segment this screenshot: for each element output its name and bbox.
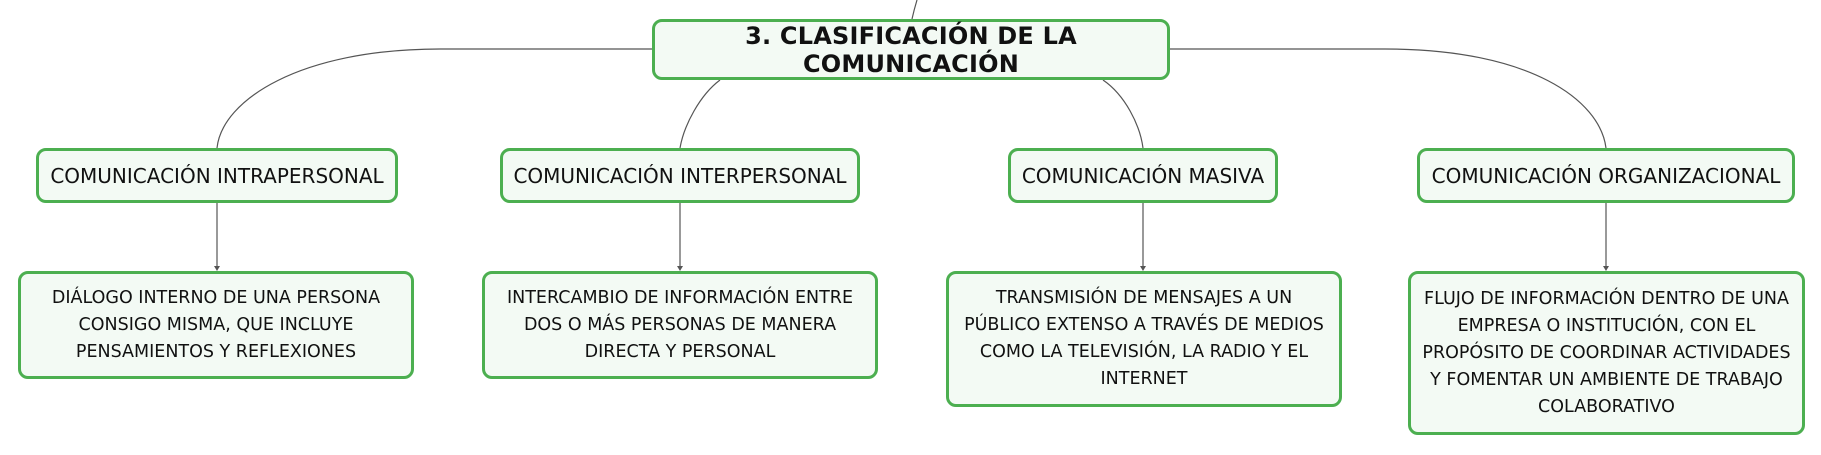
topic-label-intrapersonal: COMUNICACIÓN INTRAPERSONAL [50, 163, 384, 188]
topic-label-organizacional: COMUNICACIÓN ORGANIZACIONAL [1431, 163, 1781, 188]
root-topic-title: 3. CLASIFICACIÓN DE LA COMUNICACIÓN [745, 21, 1077, 78]
description-node-interpersonal[interactable]: INTERCAMBIO DE INFORMACIÓN ENTRE DOS O M… [482, 271, 878, 379]
description-text-masiva: TRANSMISIÓN DE MENSAJES A UN PÚBLICO EXT… [964, 288, 1324, 389]
arrowhead-masiva [1140, 266, 1146, 271]
description-node-intrapersonal[interactable]: DIÁLOGO INTERNO DE UNA PERSONA CONSIGO M… [18, 271, 414, 379]
arrowhead-intrapersonal [214, 266, 220, 271]
description-node-organizacional[interactable]: FLUJO DE INFORMACIÓN DENTRO DE UNA EMPRE… [1408, 271, 1805, 435]
connector-parent-to-root [911, 0, 918, 20]
connector-root-to-intrapersonal [216, 48, 652, 149]
arrowhead-interpersonal [677, 266, 683, 271]
connector-root-to-masiva [1102, 79, 1144, 149]
description-text-intrapersonal: DIÁLOGO INTERNO DE UNA PERSONA CONSIGO M… [51, 287, 381, 362]
topic-node-intrapersonal[interactable]: COMUNICACIÓN INTRAPERSONAL [36, 148, 398, 203]
description-text-organizacional: FLUJO DE INFORMACIÓN DENTRO DE UNA EMPRE… [1422, 288, 1791, 417]
topic-node-organizacional[interactable]: COMUNICACIÓN ORGANIZACIONAL [1417, 148, 1795, 203]
description-text-interpersonal: INTERCAMBIO DE INFORMACIÓN ENTRE DOS O M… [506, 287, 854, 362]
connector-root-to-organizacional [1170, 48, 1607, 149]
arrowhead-organizacional [1603, 266, 1609, 271]
topic-label-masiva: COMUNICACIÓN MASIVA [1021, 163, 1265, 188]
connector-root-to-interpersonal [679, 79, 721, 149]
description-node-masiva[interactable]: TRANSMISIÓN DE MENSAJES A UN PÚBLICO EXT… [946, 271, 1342, 407]
topic-label-interpersonal: COMUNICACIÓN INTERPERSONAL [513, 163, 847, 188]
topic-node-interpersonal[interactable]: COMUNICACIÓN INTERPERSONAL [500, 148, 860, 203]
topic-node-masiva[interactable]: COMUNICACIÓN MASIVA [1008, 148, 1278, 203]
root-topic-node[interactable]: 3. CLASIFICACIÓN DE LA COMUNICACIÓN [652, 19, 1170, 80]
